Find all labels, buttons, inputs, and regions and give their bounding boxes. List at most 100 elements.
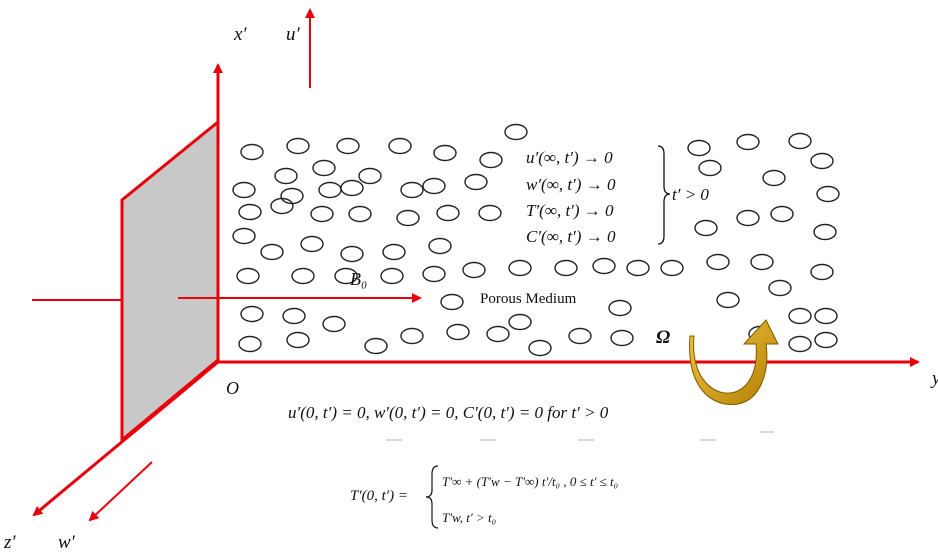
porous-particle [464, 173, 488, 191]
porous-particle [660, 259, 684, 277]
rotation-arrow [689, 319, 779, 405]
porous-particle [736, 209, 760, 227]
porous-particle [274, 167, 298, 185]
y-axis-label: y [930, 368, 938, 389]
porous-particle [238, 335, 262, 353]
porous-particle [232, 227, 256, 245]
porous-particle [446, 323, 470, 341]
porous-particles [232, 123, 840, 357]
wall-conditions: u′(0, t′) = 0, w′(0, t′) = 0, C′(0, t′) … [288, 403, 609, 422]
porous-particle [436, 204, 460, 222]
porous-particle [282, 307, 306, 325]
porous-particle [422, 265, 446, 283]
porous-particle [788, 132, 812, 150]
porous-particle [300, 235, 324, 253]
porous-particle [768, 279, 792, 297]
porous-particle [736, 133, 760, 151]
porous-particle [236, 267, 260, 285]
porous-particle [750, 253, 774, 271]
porous-particle [400, 181, 424, 199]
porous-particle [716, 291, 740, 309]
porous-particle [422, 177, 446, 195]
porous-particle [433, 144, 457, 162]
u-velocity-label: u′ [286, 24, 301, 45]
porous-particle [440, 293, 464, 311]
porous-particle [810, 152, 834, 170]
porous-particle [280, 187, 304, 205]
plate [120, 118, 220, 444]
far-field-u: u′(∞, t′) → 0 [526, 148, 613, 167]
porous-particle [240, 143, 264, 161]
porous-particle [610, 329, 634, 347]
rotation-label: Ω [656, 327, 670, 348]
porous-particle [479, 151, 503, 169]
porous-particle [810, 263, 834, 281]
porous-particle [291, 267, 315, 285]
porous-particle [788, 335, 812, 353]
w-velocity-label: w′ [58, 532, 76, 553]
porous-particle [608, 299, 632, 317]
porous-particle [816, 185, 840, 203]
far-field-time-condition: t′ > 0 [672, 185, 709, 204]
porous-particle [478, 204, 502, 222]
porous-particle [706, 253, 730, 271]
porous-particle [322, 315, 346, 333]
magnetic-field-label: B₀ [350, 269, 367, 289]
far-field-brace [657, 145, 671, 245]
porous-particle [762, 169, 786, 187]
porous-particle [814, 331, 838, 349]
porous-particle [334, 267, 358, 285]
porous-particle [396, 209, 420, 227]
porous-particle [554, 259, 578, 277]
porous-particle [626, 259, 650, 277]
porous-particle [508, 259, 532, 277]
porous-particle [770, 205, 794, 223]
faint-dashes [386, 431, 774, 441]
porous-particle [508, 313, 532, 331]
porous-particle [240, 305, 264, 323]
porous-particle [462, 261, 486, 279]
porous-particle [238, 203, 262, 221]
porous-particle [340, 179, 364, 197]
porous-particle [336, 137, 360, 155]
far-field-C: C′(∞, t′) → 0 [526, 227, 616, 246]
temperature-case-2: T′w, t′ > t₀ [442, 510, 496, 525]
porous-particle [340, 245, 364, 263]
porous-particle [592, 257, 616, 275]
porous-particle [687, 139, 711, 157]
porous-particle [318, 181, 342, 199]
porous-particle [232, 181, 256, 199]
far-field-conditions: u′(∞, t′) → 0 w′(∞, t′) → 0 T′(∞, t′) → … [526, 145, 709, 246]
porous-particle [813, 223, 837, 241]
z-axis [32, 360, 219, 517]
porous-particle [504, 123, 528, 141]
porous-particle [698, 159, 722, 177]
porous-particle [310, 205, 334, 223]
porous-particle [312, 159, 336, 177]
far-field-w: w′(∞, t′) → 0 [526, 175, 616, 194]
porous-particle [358, 167, 382, 185]
temperature-case-1: T′∞ + (T′w − T′∞) t′/t₀ , 0 ≤ t′ ≤ t₀ [442, 474, 618, 489]
porous-particle [788, 307, 812, 325]
porous-particle [260, 243, 284, 261]
porous-particle [270, 197, 294, 215]
porous-particle [486, 325, 510, 343]
temperature-lhs: T′(0, t′) = [350, 488, 408, 504]
porous-particle [568, 327, 592, 345]
porous-particle [528, 339, 552, 357]
porous-particle [428, 237, 452, 255]
w-velocity-arrow [88, 461, 153, 522]
porous-particle [286, 331, 310, 349]
porous-particle [814, 307, 838, 325]
porous-particle [400, 327, 424, 345]
porous-particle [348, 205, 372, 223]
far-field-T: T′(∞, t′) → 0 [526, 201, 614, 220]
porous-particle [380, 267, 404, 285]
x-axis-label: x′ [233, 24, 247, 45]
porous-particle [364, 337, 388, 355]
porous-particle [694, 219, 718, 237]
porous-particle [382, 243, 406, 261]
porous-medium-label: Porous Medium [480, 291, 577, 307]
temperature-brace [425, 465, 439, 529]
